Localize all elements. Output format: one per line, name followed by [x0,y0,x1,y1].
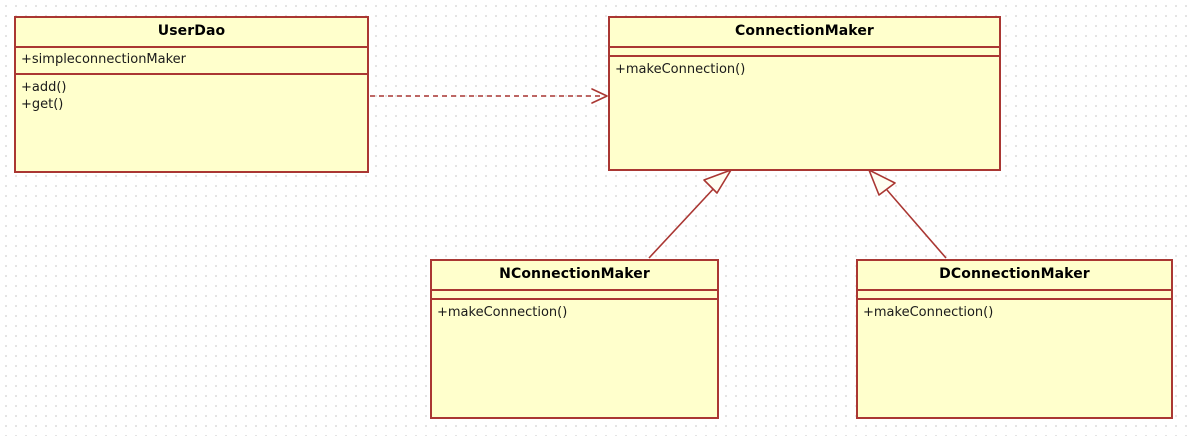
class-name-userdao: UserDao [16,18,367,48]
uml-class-userdao[interactable]: UserDao +simpleconnectionMaker +add() +g… [14,16,369,173]
operation-item: +makeConnection() [863,305,994,320]
class-operations-connectionmaker: +makeConnection() [610,57,999,169]
generalization-line-left [648,185,717,259]
class-attributes-nconnectionmaker [432,291,717,300]
class-attributes-userdao: +simpleconnectionMaker [16,48,367,75]
attribute-item: +simpleconnectionMaker [21,52,187,67]
dependency-open-arrowhead [591,88,608,104]
operation-item: +makeConnection() [615,62,746,77]
uml-class-dconnectionmaker[interactable]: DConnectionMaker +makeConnection() [856,259,1173,419]
class-attributes-connectionmaker [610,48,999,57]
generalization-edge-dconnectionmaker-connectionmaker[interactable] [868,169,947,259]
generalization-line-right [886,189,947,259]
generalization-hollow-triangle-right [868,169,896,196]
generalization-edge-nconnectionmaker-connectionmaker[interactable] [648,169,732,259]
class-operations-nconnectionmaker: +makeConnection() [432,300,717,417]
generalization-hollow-triangle-left [703,169,732,194]
class-name-nconnectionmaker: NConnectionMaker [432,261,717,291]
class-operations-dconnectionmaker: +makeConnection() [858,300,1171,417]
class-attributes-dconnectionmaker [858,291,1171,300]
uml-class-nconnectionmaker[interactable]: NConnectionMaker +makeConnection() [430,259,719,419]
dependency-edge-userdao-connectionmaker[interactable] [370,88,608,104]
class-name-connectionmaker: ConnectionMaker [610,18,999,48]
operation-item: +add() [21,79,67,95]
operation-item: +makeConnection() [437,305,568,320]
class-name-dconnectionmaker: DConnectionMaker [858,261,1171,291]
class-operations-userdao: +add() +get() [16,75,367,171]
uml-class-connectionmaker[interactable]: ConnectionMaker +makeConnection() [608,16,1001,171]
operation-item: +get() [21,97,64,113]
